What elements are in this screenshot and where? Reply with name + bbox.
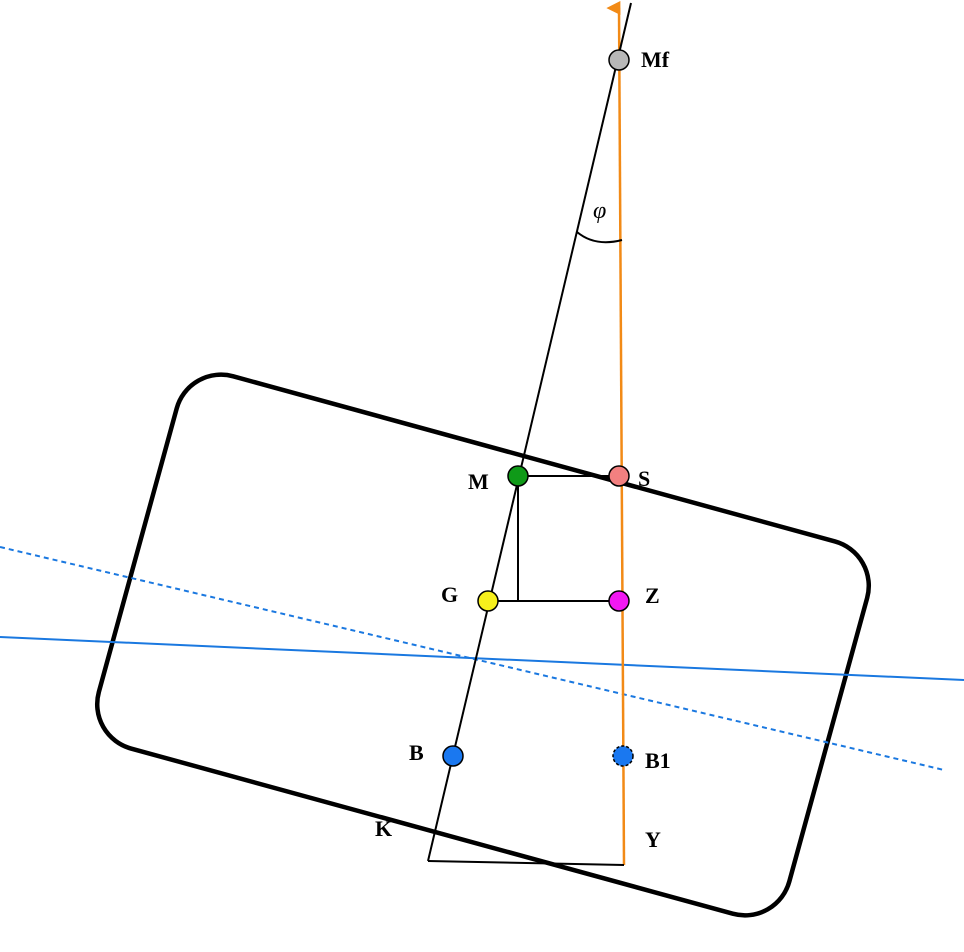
waterline-solid — [0, 636, 964, 681]
label-k: K — [375, 816, 392, 841]
angle-label: φ — [593, 198, 606, 224]
label-b1: B1 — [645, 748, 671, 773]
point-b — [442, 745, 464, 767]
point-b1 — [612, 745, 634, 767]
point-s — [608, 465, 630, 487]
label-m: M — [468, 469, 489, 494]
point-g — [477, 590, 499, 612]
point-m — [507, 465, 529, 487]
angle-arc — [576, 231, 623, 244]
label-z: Z — [645, 583, 660, 608]
hull-group — [94, 372, 872, 918]
label-b: B — [409, 740, 424, 765]
label-mf: Mf — [641, 47, 670, 72]
ship-centerline — [427, 2, 632, 862]
keel-to-y-line — [427, 860, 625, 866]
vertical-axis-line — [606, 0, 626, 866]
point-z — [608, 590, 630, 612]
label-y: Y — [645, 827, 661, 852]
label-s: S — [638, 466, 650, 491]
label-g: G — [441, 582, 458, 607]
ship-hull-outline — [94, 372, 872, 918]
point-mf — [608, 49, 630, 71]
